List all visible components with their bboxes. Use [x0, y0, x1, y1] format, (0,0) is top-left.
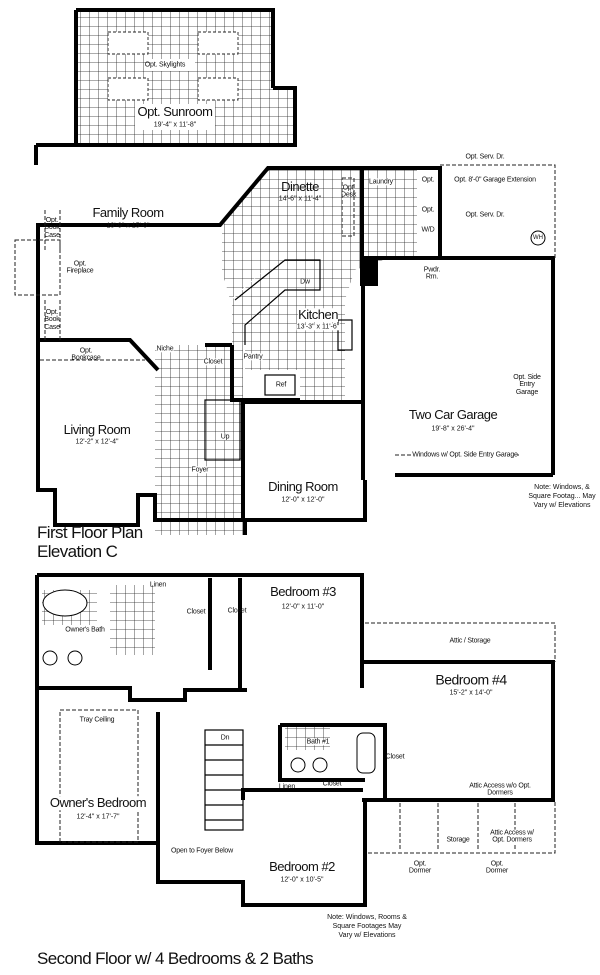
second-floor-note: Note: Windows, Rooms & Square Footages M…: [327, 913, 407, 939]
skylights-label: Opt. Skylights: [144, 61, 186, 69]
niche-label: Niche: [156, 345, 174, 353]
dinette-name: Dinette: [281, 179, 319, 195]
optional-outlines: [14, 164, 556, 456]
garage-dims: 19'-8" x 26'-4": [431, 425, 475, 433]
garage-extension-label: Opt. 8'-0" Garage Extension: [454, 176, 536, 184]
owners-bedroom-dims: 12'-4" x 17'-7": [76, 813, 120, 821]
first-floor-plan: [14, 8, 556, 535]
second-floor-plan: [35, 573, 556, 907]
attic-access-label-1: Attic Access w/o Opt. Dormers: [469, 782, 531, 797]
kitchen-counters: [204, 259, 353, 461]
storage-label: Storage: [446, 836, 470, 844]
opt-label-1: Opt.: [421, 176, 435, 184]
sunroom-name: Opt. Sunroom: [137, 104, 213, 120]
side-entry-label: Opt. Side Entry Garage: [513, 373, 541, 396]
powder-room-label: Pwdr. Rm.: [423, 266, 441, 281]
bath1-label: Bath #1: [306, 738, 330, 746]
second-floor-optional: [59, 622, 556, 854]
attic-storage-label: Attic / Storage: [449, 637, 491, 645]
family-room-name: Family Room: [92, 205, 164, 221]
living-room-name: Living Room: [63, 422, 131, 438]
owners-bath-label: Owner's Bath: [65, 626, 105, 634]
serv-door-label-1: Opt. Serv. Dr.: [465, 153, 505, 161]
second-floor-title: Second Floor w/ 4 Bedrooms & 2 Baths: [37, 949, 314, 968]
closet-label-3: Closet: [385, 753, 405, 761]
attic-access-label-2: Attic Access w/ Opt. Dormers: [486, 829, 538, 845]
opt-desk-label: Opt Desk: [341, 184, 357, 199]
owners-bedroom-name: Owner's Bedroom: [49, 795, 147, 811]
closet-label-4: Closet: [322, 780, 342, 788]
dinette-dims: 14'-6" x 11'-4": [278, 195, 322, 203]
laundry-label: Laundry: [369, 178, 393, 186]
linen-label-1: Linen: [149, 581, 167, 589]
bedroom2-name: Bedroom #2: [269, 859, 335, 875]
dormer-label-2: Opt. Dormer: [485, 860, 509, 875]
first-floor-walls: [34, 8, 555, 535]
linen-label-2: Linen: [278, 783, 296, 791]
dining-room-name: Dining Room: [268, 479, 338, 495]
first-floor-title: First Floor Plan: [37, 523, 143, 542]
fixtures: [42, 589, 376, 774]
water-heater-icon: [530, 230, 546, 246]
sunroom-dims: 19'-4" x 11'-8": [153, 121, 197, 129]
garage-windows-label: Windows w/ Opt. Side Entry Garage: [412, 451, 518, 459]
fireplace-label: Opt. Fireplace: [66, 260, 94, 275]
wd-label: W/D: [421, 226, 435, 234]
bedroom4-name: Bedroom #4: [435, 671, 507, 688]
bedroom3-dims: 12'-0" x 11'-0": [281, 603, 325, 611]
dormer-label-1: Opt. Dormer: [408, 860, 432, 875]
first-floor-elevation: Elevation C: [37, 542, 118, 561]
open-to-foyer-label: Open to Foyer Below: [171, 847, 233, 855]
serv-door-label-2: Opt. Serv. Dr.: [465, 211, 505, 219]
closet-label: Closet: [203, 358, 223, 366]
bookcase-label: Opt. Bookcase: [71, 347, 101, 362]
stair-down-label: Dn: [220, 734, 230, 742]
dishwasher-label: Dw: [300, 278, 310, 286]
family-room-dims: 18'-9" x 15'-0": [106, 222, 150, 230]
ref-label: Ref: [275, 381, 287, 389]
bedroom3-name: Bedroom #3: [270, 584, 336, 600]
opt-label-2: Opt.: [421, 206, 435, 214]
book-case-label-1: Opt. Book Case: [44, 216, 60, 239]
closet-label-2: Closet: [227, 607, 247, 615]
first-floor-note: Note: Windows, & Square Footag... May Va…: [528, 483, 596, 509]
stair: [204, 729, 244, 831]
water-heater-label: WH: [533, 234, 543, 241]
dining-room-dims: 12'-0" x 12'-0": [281, 496, 325, 504]
foyer-label: Foyer: [191, 466, 209, 474]
living-room-dims: 12'-2" x 12'-4": [75, 438, 119, 446]
sunroom-ext-tile: [273, 88, 295, 145]
kitchen-dims: 13'-3" x 11'-6": [296, 323, 340, 331]
skylights: [107, 31, 239, 101]
bedroom4-dims: 15'-2" x 14'-0": [449, 689, 493, 697]
pantry-label: Pantry: [243, 353, 263, 361]
stair-up-label: Up: [220, 433, 230, 441]
book-case-label-2: Opt. Book Case: [44, 308, 60, 331]
tray-ceiling-label: Tray Ceiling: [79, 716, 115, 724]
pwdr-wall-block: [360, 258, 378, 286]
foyer-tile: [155, 345, 243, 535]
garage-name: Two Car Garage: [408, 407, 498, 423]
bedroom2-dims: 12'-0" x 10'-5": [280, 876, 324, 884]
kitchen-dinette-tile: [222, 168, 390, 400]
closet-label-1: Closet: [186, 608, 206, 616]
kitchen-name: Kitchen: [298, 307, 338, 323]
